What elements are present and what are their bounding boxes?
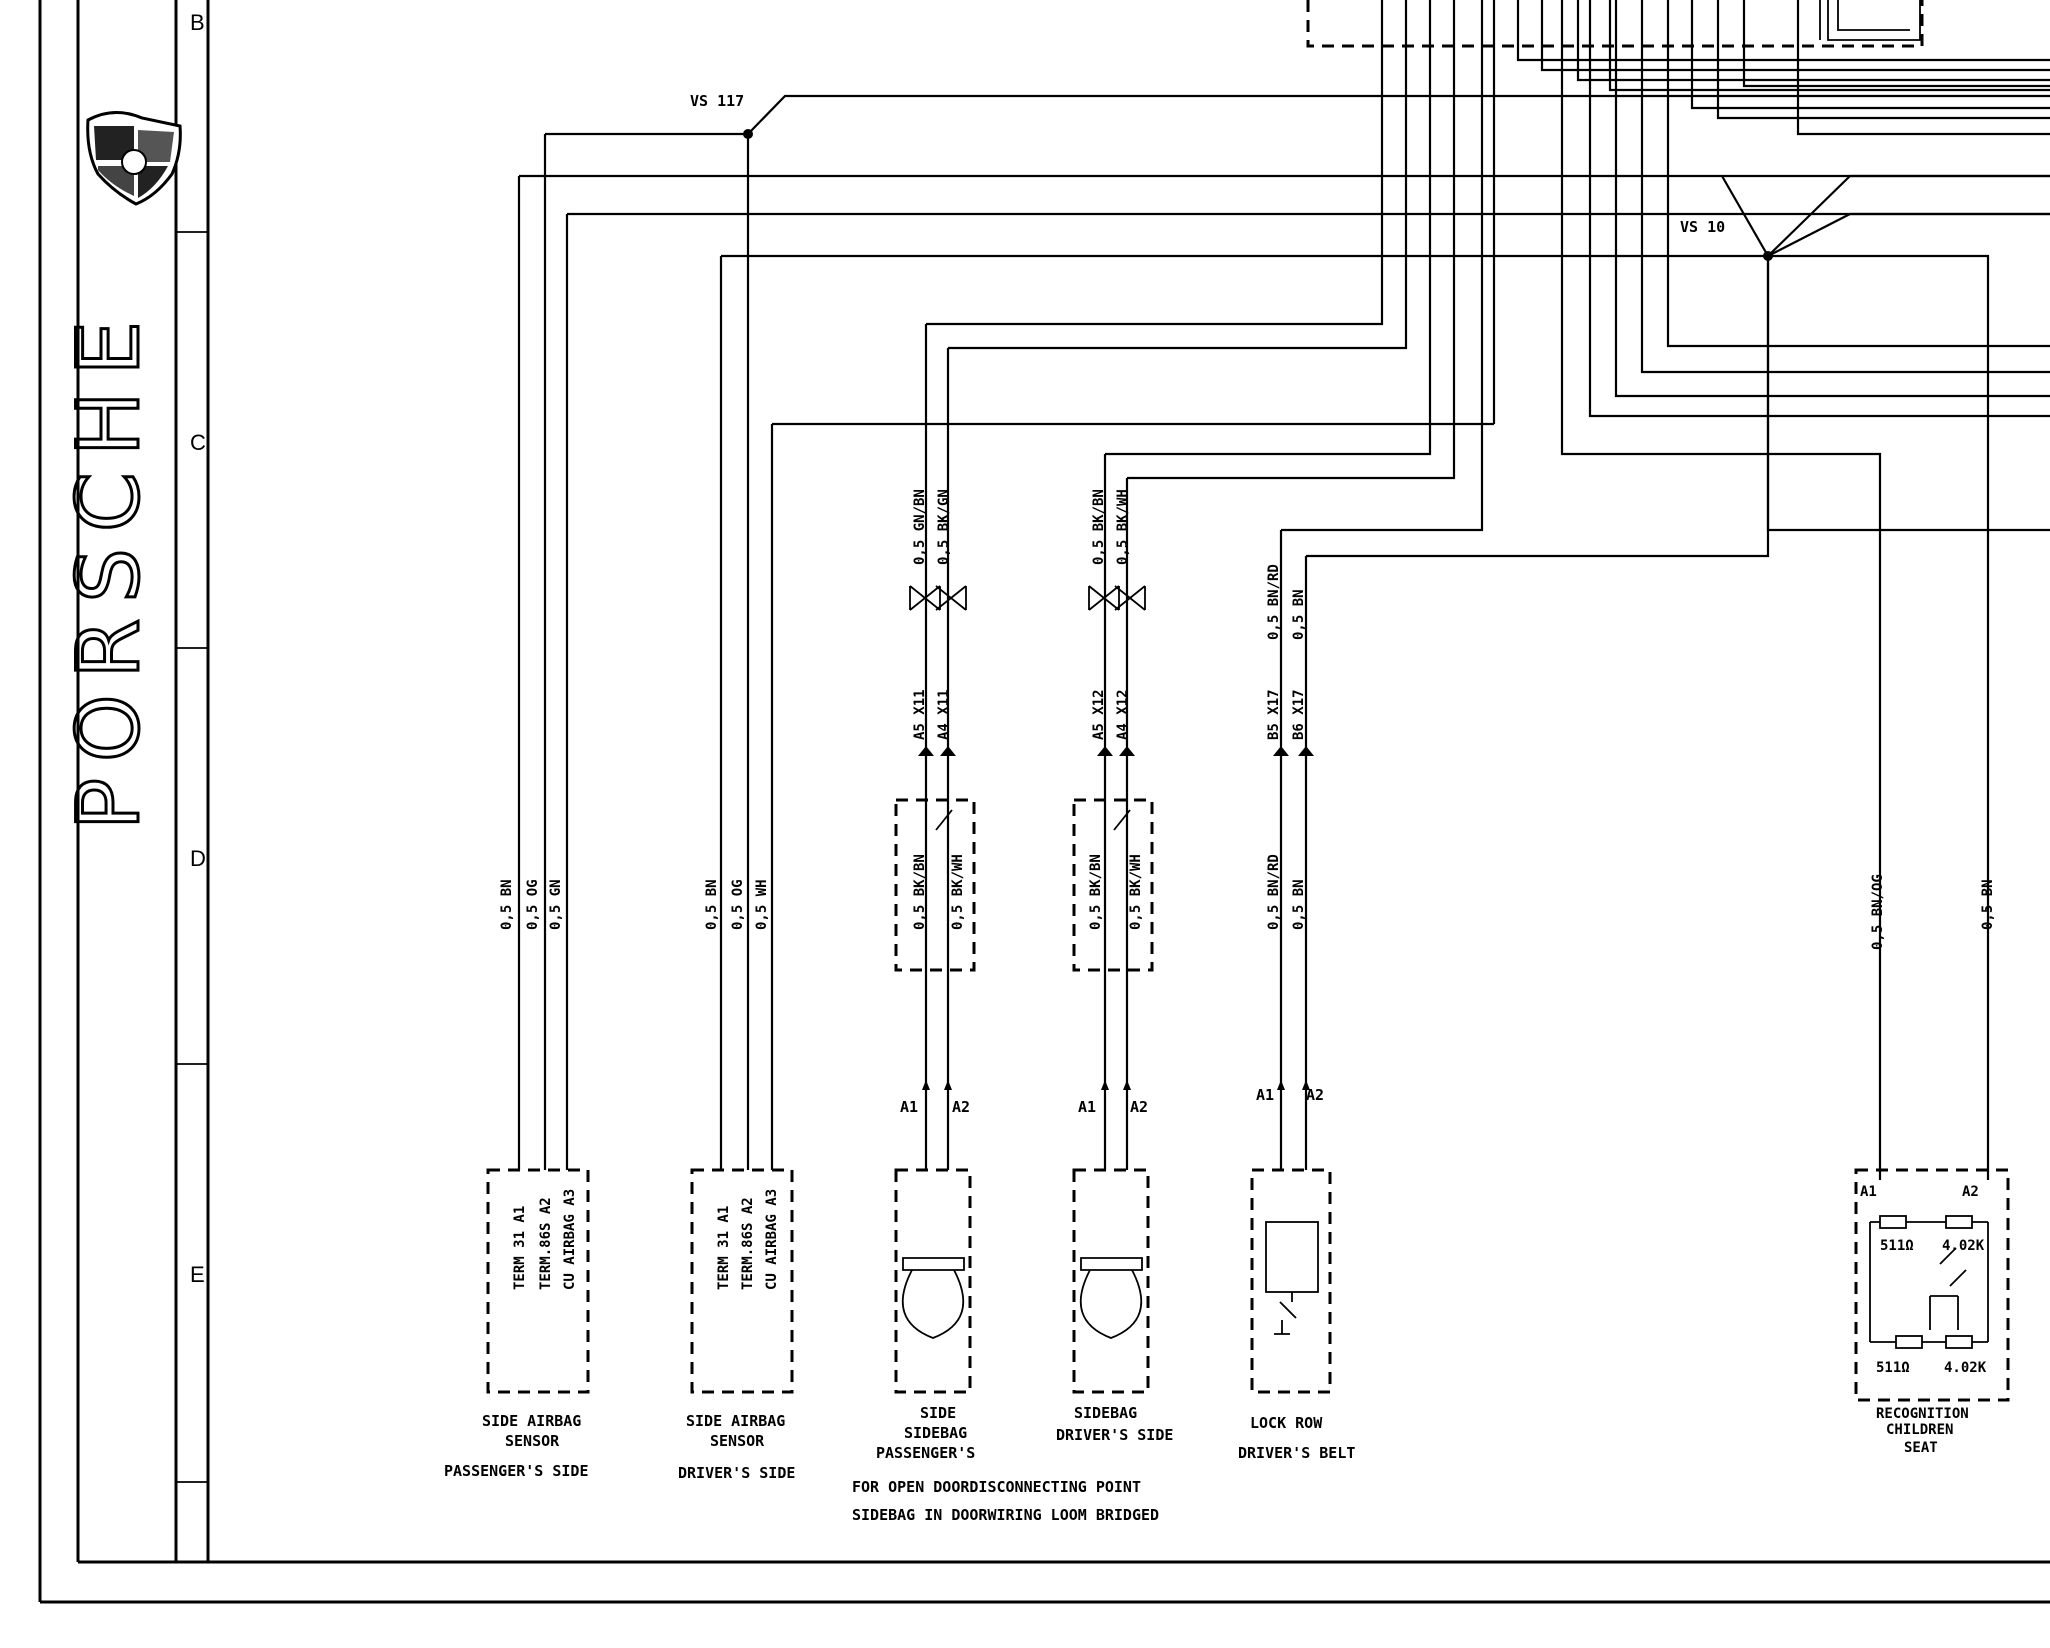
pin-label: A1 [900,1098,918,1116]
zone-label-b: B [190,10,205,35]
sidebag-title: SIDE [920,1404,956,1422]
sensor-title: DRIVER'S SIDE [678,1464,795,1482]
child-seat-title: SEAT [1904,1440,1938,1456]
sidebag-title: DRIVER'S SIDE [1056,1426,1173,1444]
zone-label-e: E [190,1262,205,1287]
child-seat-title: CHILDREN [1886,1422,1953,1438]
note-line: SIDEBAG IN DOORWIRING LOOM BRIDGED [852,1506,1159,1524]
sensor-title: SENSOR [710,1432,765,1450]
connector-label: A5 X11 [912,689,928,740]
sidebag-title: SIDEBAG [1074,1404,1137,1422]
sidebag-passenger: 0,5 GN/BN 0,5 BK/GN A5 X11 A4 X11 0,5 BK… [876,489,976,1462]
sensor-driver: 0,5 BN 0,5 OG 0,5 WH TERM 31 A1 TERM.86S… [678,879,795,1482]
pin-label: A2 [952,1098,970,1116]
wire-label: 0,5 OG [730,879,746,930]
zone-label-c: C [190,430,206,455]
wire-label: 0,5 BN [1980,879,1996,930]
resistor-label: 4.02K [1942,1238,1985,1254]
wire-label: 0,5 OG [525,879,541,930]
harness-top [1306,0,1924,48]
wire-label: 0,5 BN [499,879,515,930]
wire-label: 0,5 BN/RD [1266,854,1282,930]
porsche-crest-icon [86,111,182,206]
wire-label: 0,5 GN [548,879,564,930]
connector-label: A4 X11 [936,689,952,740]
sensor-title: SIDE AIRBAG [482,1412,581,1430]
pin-label: CU AIRBAG A3 [764,1189,780,1290]
wire-label: 0,5 BN [704,879,720,930]
sheet-frame [38,0,2050,1604]
connector-label: A5 X12 [1091,689,1107,740]
splice-label-vs117: VS 117 [690,92,744,110]
pin-label: TERM 31 A1 [716,1206,732,1290]
belt-lock-driver: 0,5 BN/RD 0,5 BN B5 X17 B6 X17 0,5 BN/RD… [1238,564,1355,1462]
note-line: FOR OPEN DOORDISCONNECTING POINT [852,1478,1141,1496]
pin-label: A1 [1860,1184,1877,1200]
pin-label: A2 [1306,1086,1324,1104]
porsche-wordmark: PORSCHE [59,305,159,830]
sensor-title: PASSENGER'S SIDE [444,1462,589,1480]
connector-label: B6 X17 [1291,689,1307,740]
splice-vs10 [1763,251,1773,261]
wire-label: 0,5 WH [754,879,770,930]
wire-label: 0,5 BK/WH [1128,854,1144,930]
splice-label-vs10: VS 10 [1680,218,1725,236]
pin-label: CU AIRBAG A3 [562,1189,578,1290]
sensor-passenger: 0,5 BN 0,5 OG 0,5 GN TERM 31 A1 TERM.86S… [444,879,590,1480]
wire-label: 0,5 BK/GN [936,489,952,565]
pin-label: A2 [1130,1098,1148,1116]
resistor-label: 511Ω [1880,1238,1914,1254]
resistor-label: 511Ω [1876,1360,1910,1376]
belt-lock-title: DRIVER'S BELT [1238,1444,1355,1462]
pin-label: A2 [1962,1184,1979,1200]
wire-label: 0,5 BN/RD [1266,564,1282,640]
wire-label: 0,5 BK/BN [1091,489,1107,565]
wire-label: 0,5 BK/BN [912,854,928,930]
pin-label: TERM.86S A2 [538,1197,554,1290]
connector-label: A4 X12 [1115,689,1131,740]
wire-label: 0,5 GN/BN [912,489,928,565]
resistor-label: 4.02K [1944,1360,1987,1376]
pin-label: TERM.86S A2 [740,1197,756,1290]
wire-label: 0,5 BK/BN [1088,854,1104,930]
pin-label: TERM 31 A1 [512,1206,528,1290]
wire-label: 0,5 BN [1291,589,1307,640]
sidebag-driver: 0,5 BK/BN 0,5 BK/WH A5 X12 A4 X12 0,5 BK… [1056,489,1173,1444]
sidebag-title: PASSENGER'S [876,1444,975,1462]
sensor-title: SIDE AIRBAG [686,1412,785,1430]
wire-bundle [517,0,2050,1180]
pin-label: A1 [1078,1098,1096,1116]
splice-vs117 [743,129,753,139]
child-seat-recognition: 0,5 BN/OG 0,5 BN A1 A2 511Ω 4.02K 511Ω 4… [1854,874,2010,1456]
zone-label-d: D [190,846,206,871]
sensor-title: SENSOR [505,1432,560,1450]
child-seat-title: RECOGNITION [1876,1406,1969,1422]
wire-label: 0,5 BN [1291,879,1307,930]
wire-label: 0,5 BK/WH [1115,489,1131,565]
sidebag-title: SIDEBAG [904,1424,967,1442]
pin-label: A1 [1256,1086,1274,1104]
wire-label: 0,5 BK/WH [950,854,966,930]
wire-label: 0,5 BN/OG [1870,874,1886,950]
connector-label: B5 X17 [1266,689,1282,740]
belt-lock-title: LOCK ROW [1250,1414,1323,1432]
